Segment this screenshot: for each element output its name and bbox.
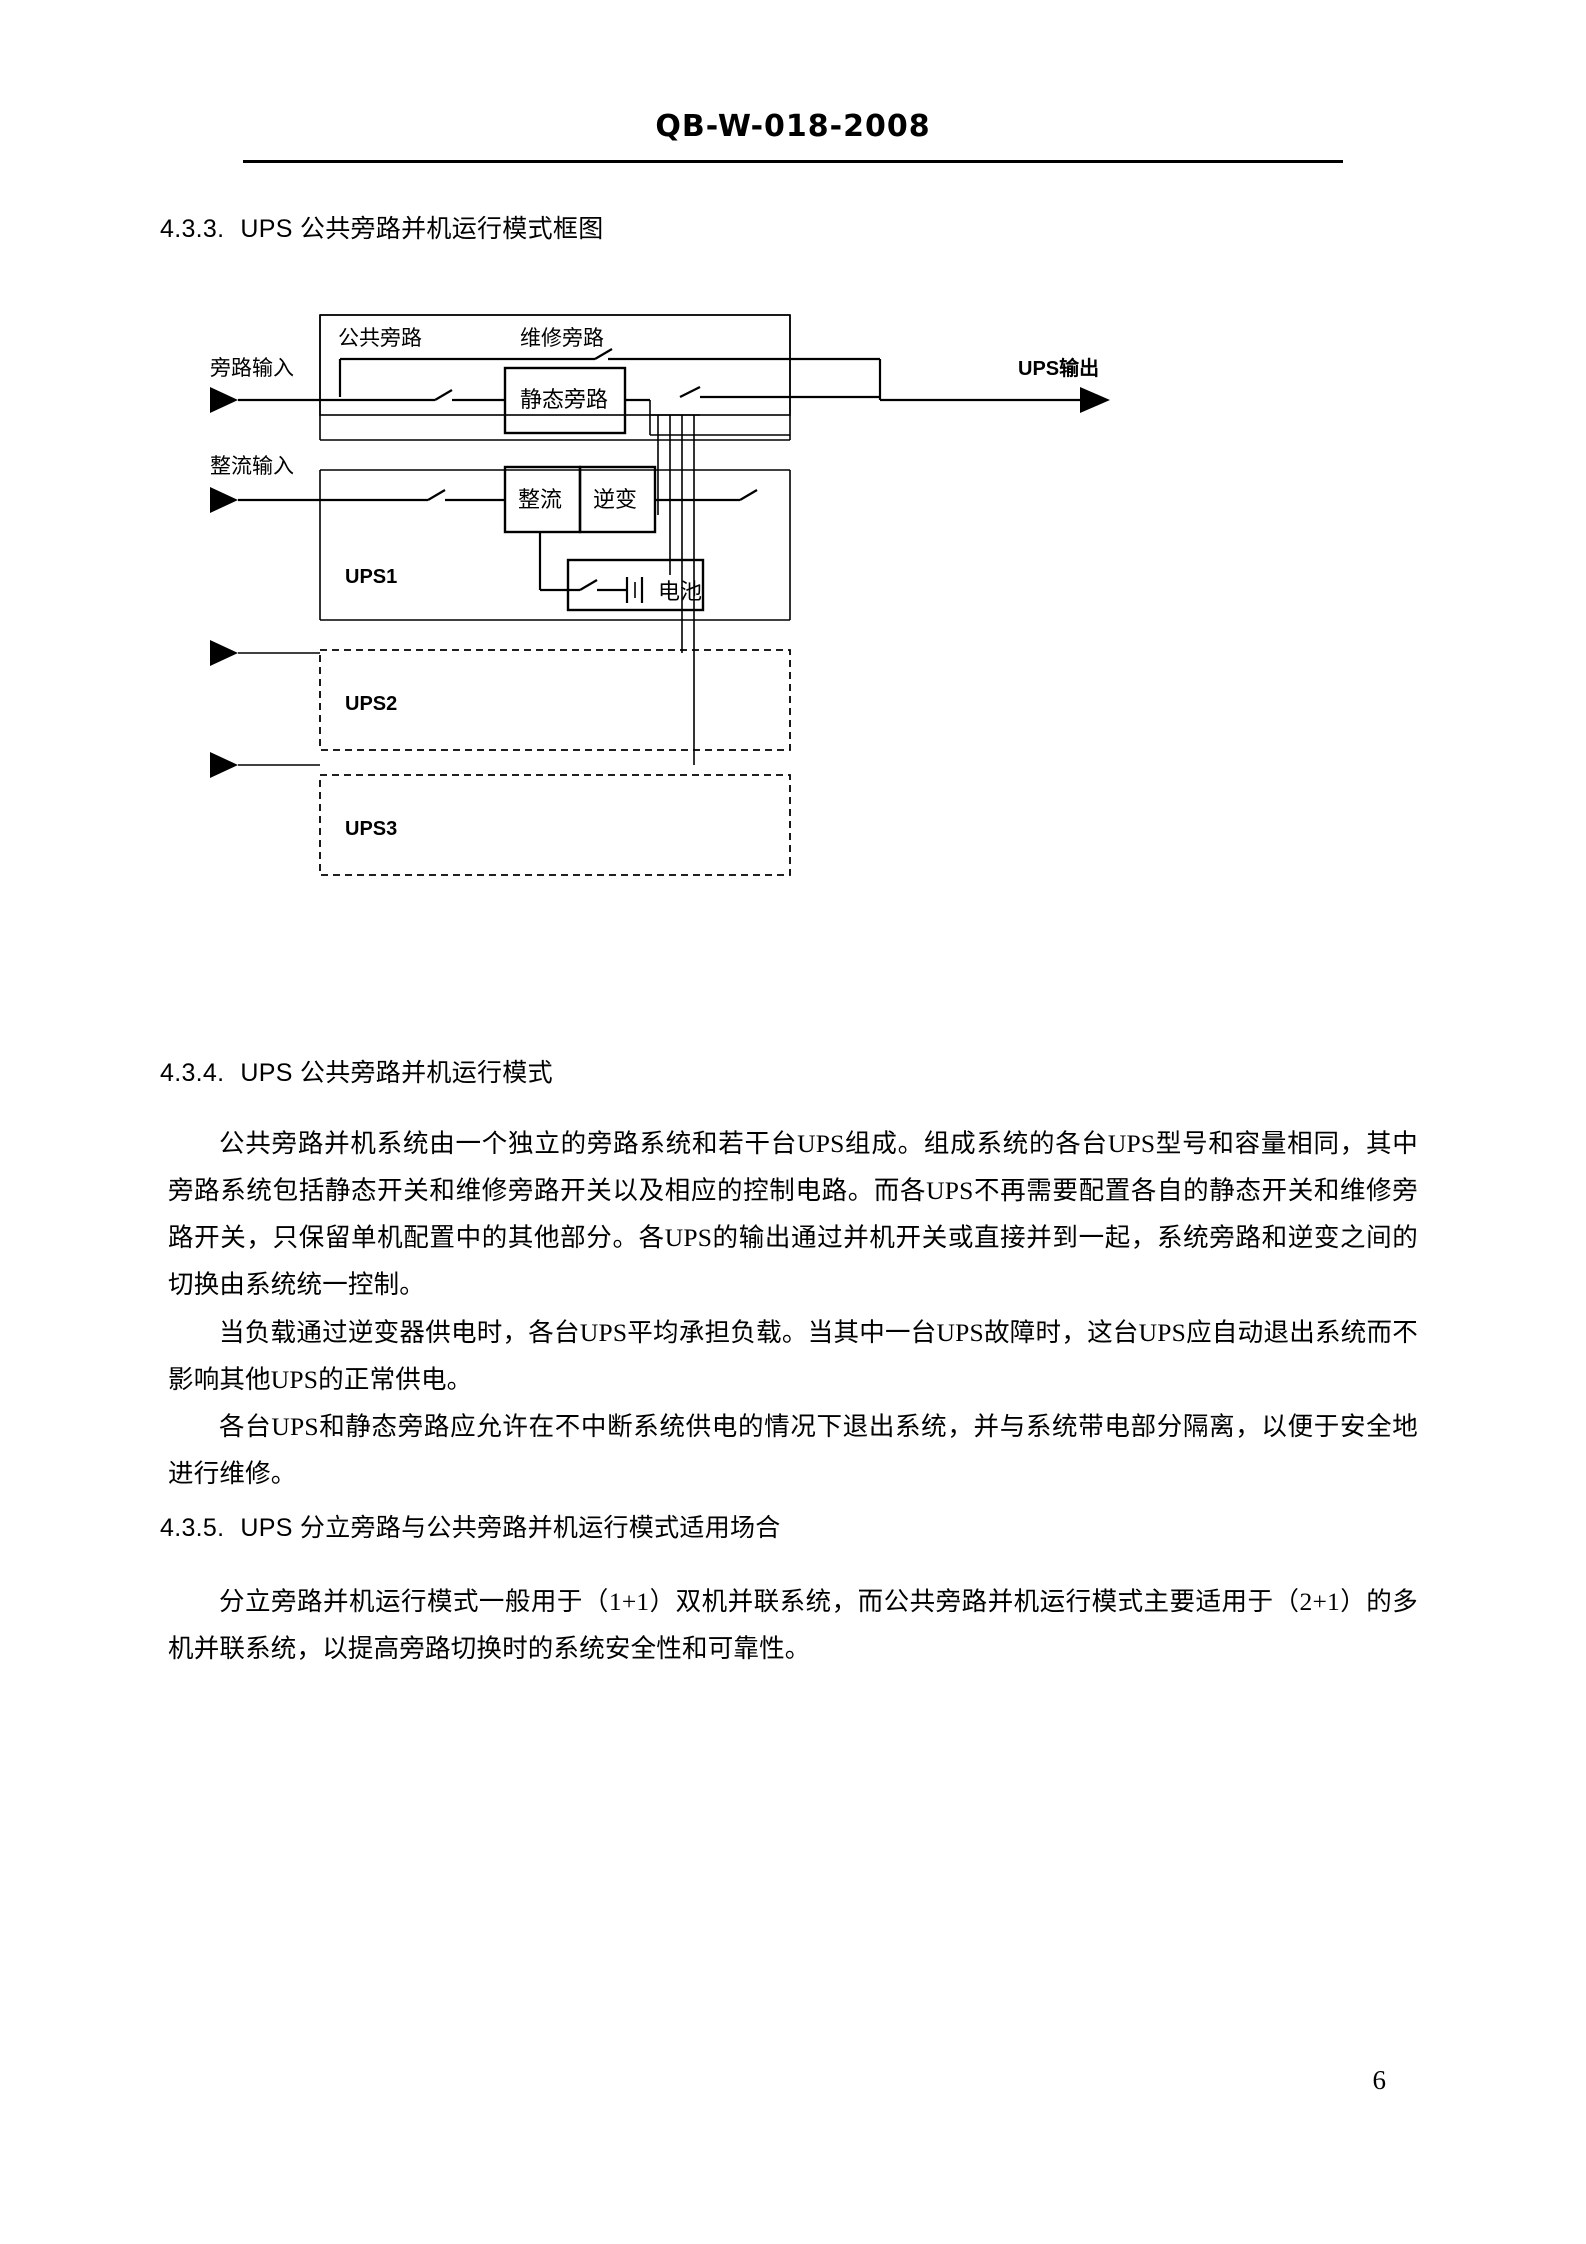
diagram-label-common-bypass: 公共旁路: [338, 326, 422, 350]
document-header-title: QB-W-018-2008: [655, 109, 931, 144]
diagram-label-ups1: UPS1: [345, 566, 397, 588]
diagram-label-bypass-input: 旁路输入: [210, 356, 294, 380]
rectifier-input-arrowhead: [210, 487, 238, 513]
diagram-label-ups3: UPS3: [345, 818, 397, 840]
header-divider: [243, 160, 1343, 163]
ups3-input-arrowhead: [210, 752, 238, 778]
ups2-input-arrowhead: [210, 640, 238, 666]
section-heading-434: 4.3.4. UPS 公共旁路并机运行模式: [160, 1053, 553, 1089]
diagram-label-static-bypass: 静态旁路: [520, 387, 608, 412]
section-number-433: 4.3.3.: [160, 215, 225, 243]
ups-output-arrowhead: [1080, 387, 1110, 413]
bypass-input-arrowhead: [210, 387, 238, 413]
diagram-label-ups2: UPS2: [345, 693, 397, 715]
section-title-435: UPS 分立旁路与公共旁路并机运行模式适用场合: [240, 1514, 781, 1542]
page-number: 6: [1372, 2065, 1387, 2095]
diagram-label-rectifier: 整流: [518, 487, 562, 512]
paragraph-3: 各台UPS和静态旁路应允许在不中断系统供电的情况下退出系统，并与系统带电部分隔离…: [168, 1412, 1418, 1488]
diagram-label-maintenance-bypass: 维修旁路: [520, 326, 604, 350]
paragraph-4: 分立旁路并机运行模式一般用于（1+1）双机并联系统，而公共旁路并机运行模式主要适…: [168, 1587, 1418, 1663]
diagram-label-inverter: 逆变: [593, 487, 637, 512]
battery-box: [566, 558, 705, 612]
ups3-box: [319, 774, 791, 876]
paragraph-2: 当负载通过逆变器供电时，各台UPS平均承担负载。当其中一台UPS故障时，这台UP…: [168, 1318, 1418, 1394]
diagram-label-ups-output: UPS输出: [1018, 356, 1099, 380]
diagram-label-rectifier-input: 整流输入: [210, 454, 294, 478]
section-number-434: 4.3.4.: [160, 1059, 225, 1087]
section-number-435: 4.3.5.: [160, 1514, 225, 1542]
paragraph-1: 公共旁路并机系统由一个独立的旁路系统和若干台UPS组成。组成系统的各台UPS型号…: [168, 1129, 1418, 1299]
page-header: QB-W-018-2008: [243, 112, 1343, 142]
ups2-box: [319, 649, 791, 751]
ups-common-bypass-block-diagram: 公共旁路 维修旁路 旁路输入 静态旁路: [180, 275, 1410, 975]
diagram-label-battery: 电池: [658, 579, 702, 604]
section-title-434: UPS 公共旁路并机运行模式: [240, 1059, 553, 1087]
section-heading-435: 4.3.5. UPS 分立旁路与公共旁路并机运行模式适用场合: [160, 1508, 781, 1544]
section-heading-433: 4.3.3. UPS 公共旁路并机运行模式框图: [160, 209, 604, 245]
section-title-433: UPS 公共旁路并机运行模式框图: [240, 215, 604, 243]
